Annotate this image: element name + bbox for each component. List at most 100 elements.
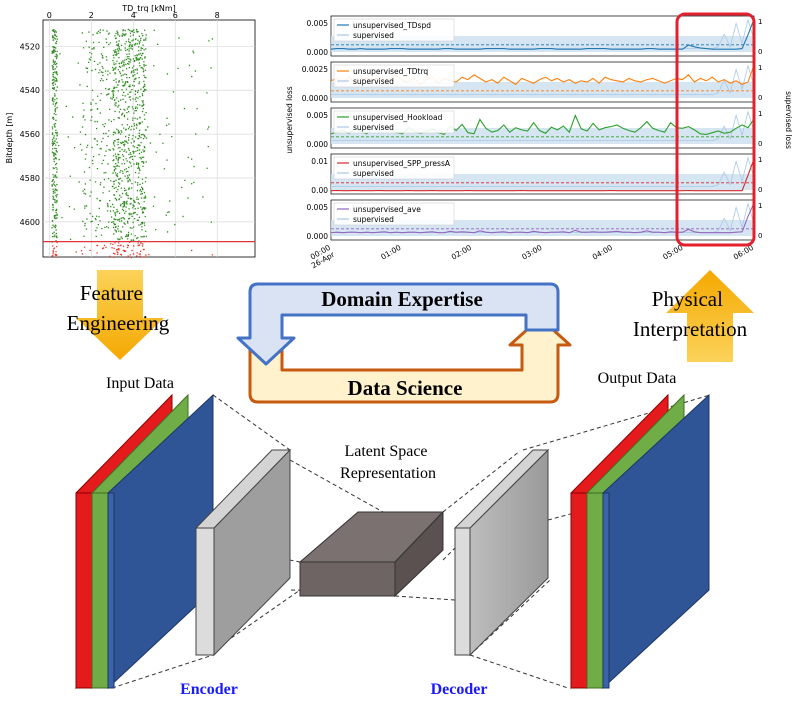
loss-x-tick-line: 04:00 (591, 243, 614, 262)
loss-right-tick: 1 (758, 18, 762, 26)
unsupervised-series-line (330, 19, 755, 50)
legend-box (333, 202, 455, 226)
loss-x-tick: 00:0026-Apr (306, 242, 337, 270)
loss-y-tick: 0.000 (307, 140, 329, 149)
loss-chart: unsupervised_TDspdsupervised0.0050.00010… (285, 12, 793, 270)
loss-x-tick-line: 03:00 (520, 243, 543, 262)
legend-entry-supervised: supervised (353, 123, 394, 132)
legend-entry-unsupervised: unsupervised_SPP_pressA (353, 159, 451, 168)
loss-x-tick: 03:00 (520, 243, 543, 262)
scatter-y-tick: 4520 (20, 42, 40, 51)
loss-x-tick: 01:00 (379, 243, 402, 262)
input-data-label: Input Data (106, 375, 174, 392)
legend-entry-unsupervised: unsupervised_TDtrq (353, 67, 428, 76)
physical-interpretation-label: Physical Interpretation (633, 287, 748, 341)
loss-y-tick: 0.0025 (302, 65, 328, 74)
data-science-label: Data Science (348, 376, 463, 400)
loss-right-tick: 0 (758, 94, 762, 102)
legend-entry-unsupervised: unsupervised_ave (353, 205, 421, 214)
scatter-x-tick: 4 (131, 11, 136, 20)
output-layer-green-edge (586, 492, 604, 689)
legend-box (333, 156, 455, 180)
loss-y-tick: 0.005 (307, 203, 329, 212)
loss-panels: unsupervised_TDspdsupervised0.0050.00010… (302, 15, 762, 241)
legend-box (333, 18, 455, 42)
scatter-x-tick: 8 (215, 11, 220, 20)
loss-x-tick: 02:00 (450, 243, 473, 262)
scatter-y-tick: 4560 (20, 130, 40, 139)
legend-entry-unsupervised: unsupervised_TDspd (353, 21, 431, 30)
scatter-points-anomalous (51, 241, 214, 259)
loss-y-label-left: unsupervised loss (285, 86, 294, 153)
legend-entry-supervised: supervised (353, 31, 394, 40)
legend-entry-supervised: supervised (353, 77, 394, 86)
scatter-frame (42, 19, 256, 258)
domain-expertise-loop: Domain Expertise (236, 282, 560, 366)
data-science-loop: Data Science (248, 316, 572, 404)
loss-y-tick: 0.005 (307, 19, 329, 28)
physical-interpretation-arrow: Physical Interpretation (633, 270, 754, 362)
scatter-y-label: Bitdepth [m] (5, 113, 14, 164)
scatter-x-tick: 0 (47, 11, 52, 20)
encoder-label: Encoder (180, 681, 238, 698)
legend-entry-supervised: supervised (353, 169, 394, 178)
anomaly-highlight-box (675, 12, 756, 247)
scatter-points (51, 28, 214, 259)
scatter-x-tick: 6 (173, 11, 178, 20)
supervised-series-line (331, 110, 755, 141)
unsupervised-series-line (330, 158, 755, 192)
supervised-series-line (331, 156, 755, 187)
input-layer-blue-edge (107, 492, 115, 689)
loss-y-tick: 0.01 (311, 157, 328, 166)
output-layer-red-edge (570, 492, 588, 689)
input-layer-green-edge (91, 492, 109, 689)
latent-space-label: Latent Space Representation (340, 443, 436, 482)
output-layer-blue-edge (602, 492, 610, 689)
supervised-series-line (331, 64, 755, 95)
scatter-y-tick: 4600 (20, 218, 40, 227)
legend-entry-supervised: supervised (353, 215, 394, 224)
scatter-x-label: TD_trq [kNm] (121, 4, 176, 13)
loss-y-tick: 0.00 (311, 186, 328, 195)
legend-box (333, 64, 455, 88)
loss-right-tick: 1 (758, 64, 762, 72)
loss-right-tick: 1 (758, 156, 762, 164)
output-data-label: Output Data (598, 370, 677, 387)
input-layer-red-edge (75, 492, 93, 689)
loss-y-tick: 0.0000 (302, 94, 328, 103)
unsupervised-series-line (330, 202, 755, 234)
encoder-slab (194, 448, 292, 657)
scatter-x-tick: 2 (89, 11, 94, 20)
loss-x-tick-line: 01:00 (379, 243, 402, 262)
legend-box (333, 110, 455, 134)
loss-right-tick: 0 (758, 186, 762, 194)
decoder-label: Decoder (431, 681, 488, 698)
loss-right-tick: 0 (758, 232, 762, 240)
latent-space-box (298, 510, 445, 598)
domain-expertise-label: Domain Expertise (321, 287, 483, 311)
scatter-points-normal (51, 28, 214, 243)
loss-x-tick-line: 02:00 (450, 243, 473, 262)
legend-entry-unsupervised: unsupervised_Hookload (353, 113, 443, 122)
loss-y-tick: 0.000 (307, 48, 329, 57)
loss-right-tick: 1 (758, 110, 762, 118)
decoder-slab (453, 448, 550, 657)
loss-y-label-right: supervised loss (784, 91, 793, 149)
loss-y-tick: 0.005 (307, 111, 329, 120)
scatter-y-tick: 4540 (20, 86, 40, 95)
unsupervised-series-line (330, 114, 755, 136)
